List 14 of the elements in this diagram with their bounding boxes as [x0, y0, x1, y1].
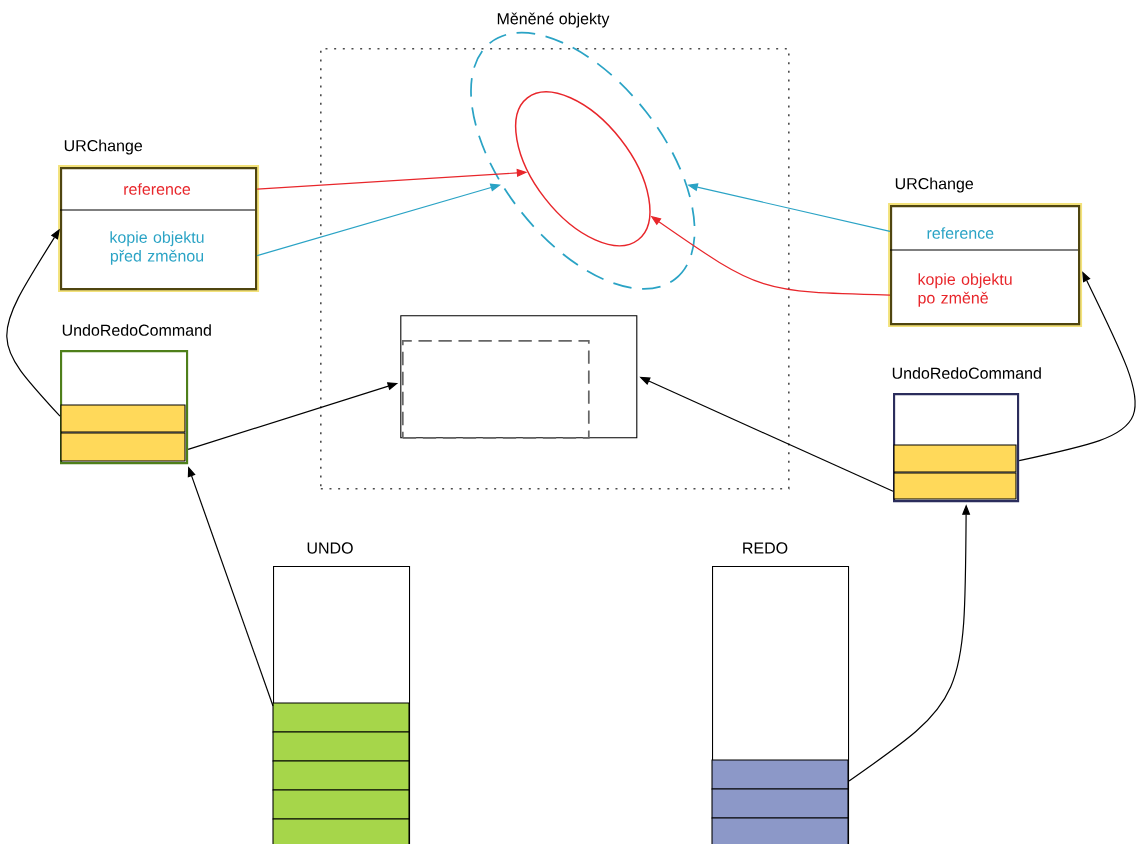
field-label: kopie objektu po změně — [918, 273, 1012, 307]
field-label: reference — [124, 183, 191, 195]
class-name: URChange — [64, 139, 142, 155]
object-box — [400, 315, 638, 439]
dashed-box — [401, 339, 590, 439]
class-name: UndoRedoCommand — [62, 324, 211, 336]
field-label: reference — [927, 227, 994, 239]
field-label: kopie objektu před změnou — [110, 231, 204, 265]
stack-title: UNDO — [307, 542, 353, 554]
frame-title: Měněné objekty — [497, 12, 610, 28]
class-name: URChange — [895, 177, 974, 193]
class-name: UndoRedoCommand — [892, 367, 1041, 379]
arrow — [256, 183, 501, 257]
stack-title: REDO — [743, 542, 788, 554]
